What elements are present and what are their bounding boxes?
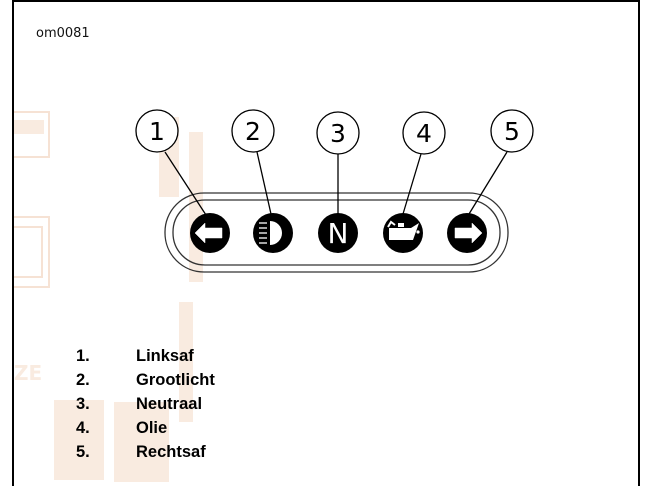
legend-label: Rechtsaf (136, 443, 206, 461)
legend-number: 4. (76, 419, 90, 437)
callout-number-5: 5 (504, 117, 520, 146)
legend-number: 5. (76, 443, 90, 461)
callout-circle-4 (402, 111, 446, 155)
indicator-panel-outer (164, 192, 509, 273)
figure-reference-code: om0081 (36, 26, 90, 41)
callout-circle-2 (231, 109, 275, 153)
callout-number-2: 2 (245, 117, 261, 146)
leader-line-4 (402, 153, 422, 215)
leader-line-2 (256, 151, 272, 215)
legend-item: 2. Grootlicht (76, 368, 215, 392)
indicator-diagram: 1 2 3 4 5 N (135, 109, 534, 273)
legend-label: Grootlicht (136, 371, 215, 389)
leader-line-1 (164, 151, 207, 216)
callout-number-4: 4 (416, 119, 432, 148)
legend-item: 3. Neutraal (76, 392, 215, 416)
legend-item: 1. Linksaf (76, 344, 215, 368)
legend-number: 1. (76, 347, 90, 365)
legend-item: 4. Olie (76, 416, 215, 440)
legend-label: Linksaf (136, 347, 194, 365)
callout-circle-5 (490, 109, 534, 153)
legend-number: 3. (76, 395, 90, 413)
callout-number-3: 3 (330, 119, 346, 148)
legend-item: 5. Rechtsaf (76, 440, 215, 464)
legend-label: Olie (136, 419, 168, 437)
legend-number: 2. (76, 371, 90, 389)
indicator-panel-inner (172, 199, 501, 266)
right-arrow-icon (447, 213, 487, 253)
leader-line-5 (468, 151, 508, 215)
callout-circle-1 (135, 109, 179, 153)
high-beam-icon (253, 213, 293, 253)
legend-list: 1. Linksaf 2. Grootlicht 3. Neutraal 4. … (76, 344, 215, 464)
document-page: ZE om0081 1 2 3 4 5 (12, 0, 640, 486)
callout-circle-3 (316, 111, 360, 155)
neutral-glyph: N (328, 217, 349, 250)
left-arrow-icon (190, 213, 230, 253)
svg-text:ZE: ZE (14, 361, 42, 385)
oil-can-icon (383, 213, 423, 253)
legend-label: Neutraal (136, 395, 203, 413)
callout-number-1: 1 (149, 117, 165, 146)
neutral-icon: N (318, 213, 358, 253)
